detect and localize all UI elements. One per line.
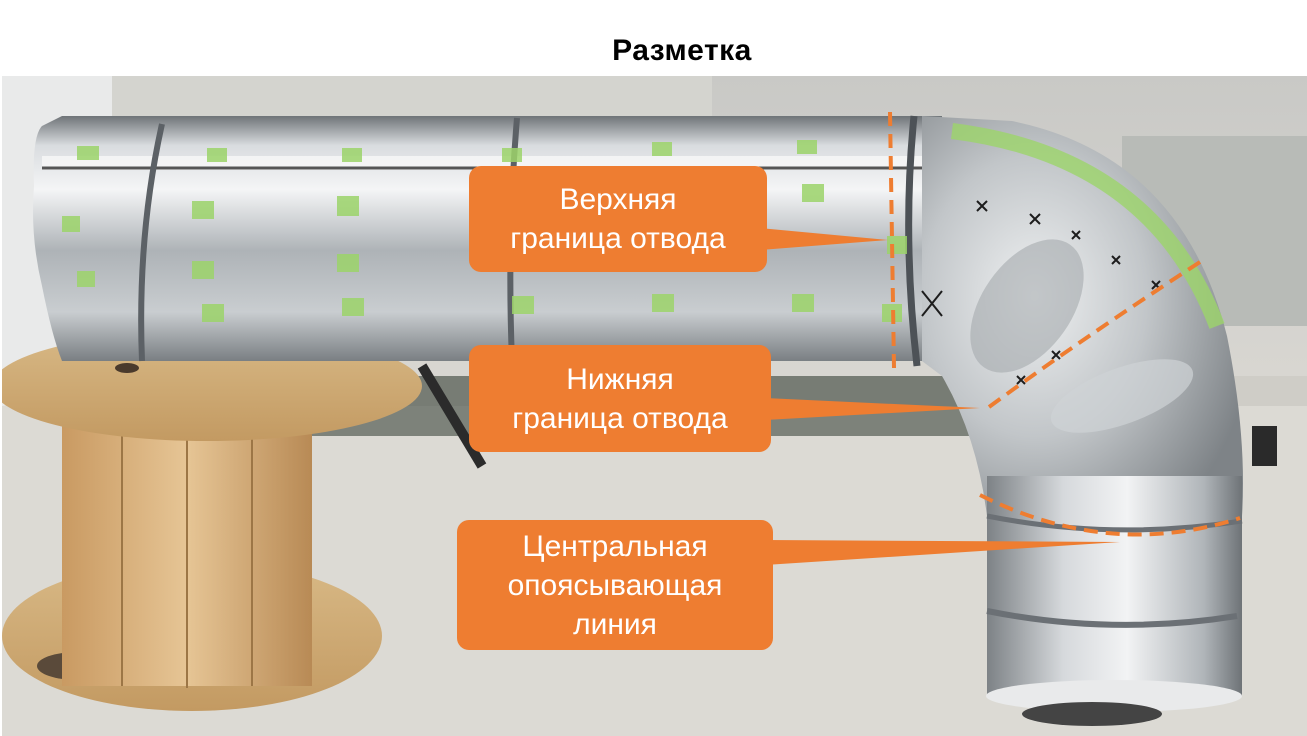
page-title: Разметка bbox=[612, 34, 752, 67]
callout-lower-line-1: Нижняя bbox=[566, 362, 674, 396]
callout-center-line-1: Центральная bbox=[522, 529, 708, 563]
callout-lower-line-2: граница отвода bbox=[512, 401, 728, 435]
callout-upper-line-1: Верхняя bbox=[559, 183, 677, 216]
callout-center-line-2: опоясывающая bbox=[507, 568, 723, 602]
callout-upper-boundary: Верхняя граница отвода bbox=[469, 166, 767, 272]
callout-upper-line-2: граница отвода bbox=[510, 222, 726, 255]
callout-lower-boundary: Нижняя граница отвода bbox=[469, 345, 771, 452]
callout-center-line-3: линия bbox=[573, 607, 657, 641]
callout-center-line: Центральная опоясывающая линия bbox=[457, 520, 773, 650]
